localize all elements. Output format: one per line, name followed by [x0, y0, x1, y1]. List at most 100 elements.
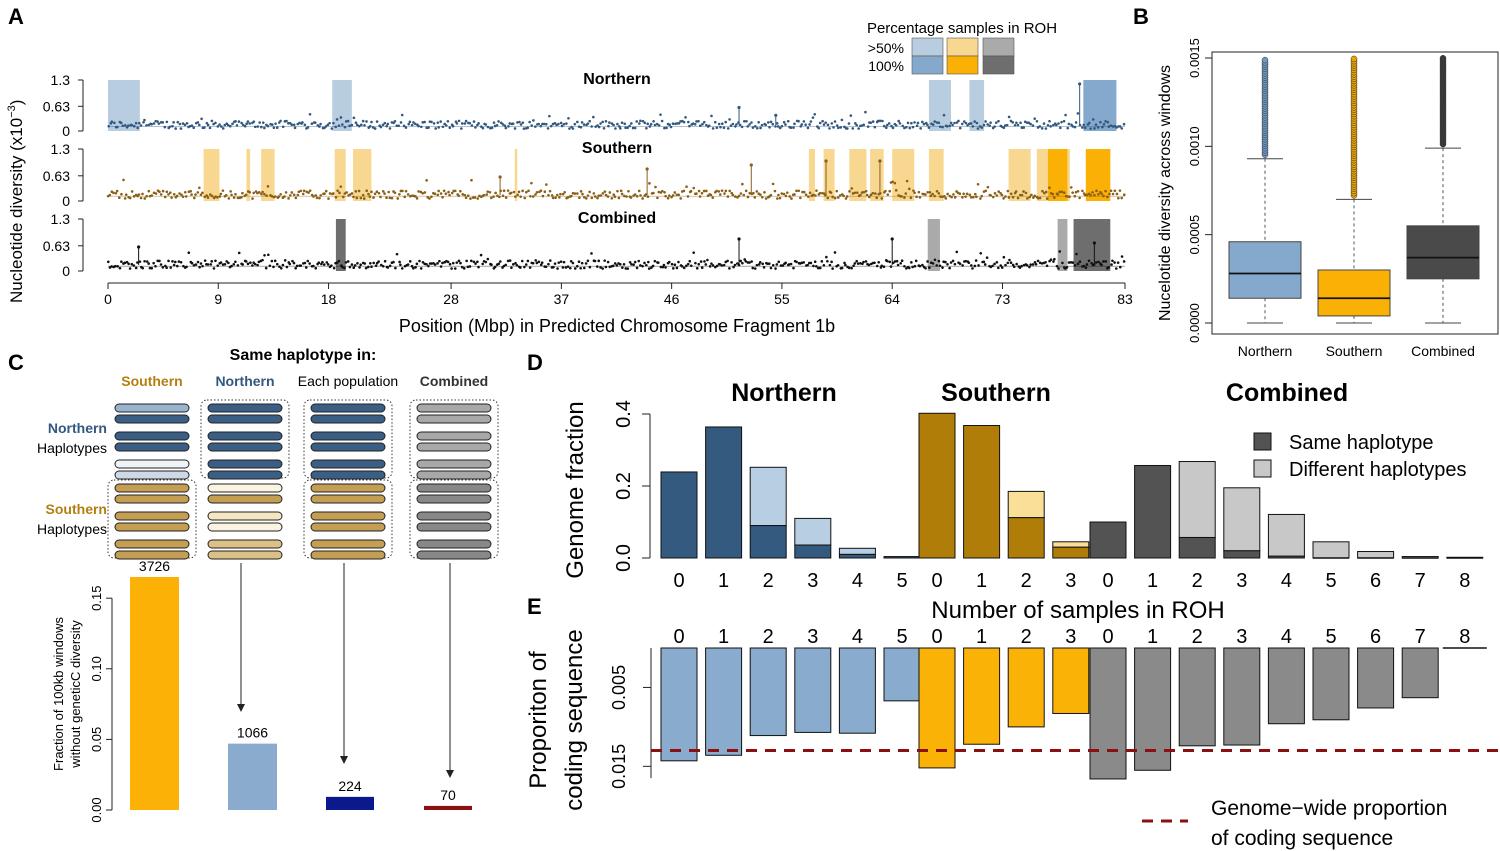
panel-a-dot-2-202	[474, 262, 477, 265]
panel-a-dot-0-208	[484, 123, 488, 126]
panel-a-dot-2-89	[268, 264, 272, 268]
panel-a-dot-1-349	[741, 182, 744, 186]
panel-a-dot-1-474	[968, 193, 972, 197]
panel-a-dot-1-222	[509, 191, 513, 195]
panel-a-dot-0-325	[697, 119, 700, 123]
panel-d-xticklabel-2-5: 5	[1325, 570, 1336, 592]
panel-a-dot-2-317	[682, 266, 686, 270]
panel-a-dot-0-234	[532, 119, 535, 122]
panel-a-dot-2-55	[206, 263, 210, 266]
panel-a-dot-1-94	[277, 195, 281, 198]
panel-a-dot-1-105	[297, 190, 301, 194]
panel-a-dot-2-175	[425, 262, 428, 266]
panel-a-dot-0-389	[813, 113, 817, 116]
panel-d-xticklabel-1-1: 1	[976, 570, 987, 592]
panel-a-dot-0-36	[172, 121, 175, 124]
panel-a-dot-2-400	[833, 251, 837, 254]
panel-e-xticklabel-2-2: 2	[1192, 626, 1203, 648]
panel-a-dot-0-319	[687, 120, 690, 124]
panel-a-dot-0-95	[279, 119, 282, 123]
panel-a-dot-0-370	[778, 126, 782, 130]
panel-a-dot-0-162	[400, 113, 404, 117]
panel-a-dot-0-351	[745, 119, 748, 123]
panel-a-dot-2-120	[325, 261, 329, 264]
panel-a-dot-2-180	[433, 263, 437, 266]
panel-a-dot-0-448	[921, 120, 924, 124]
panel-a-dot-0-91	[272, 126, 276, 130]
panel-a-dot-2-63	[221, 263, 225, 266]
panel-a-dot-1-272	[601, 192, 605, 195]
panel-a-dot-2-409	[850, 266, 853, 270]
panel-a-dot-1-340	[724, 189, 728, 193]
panel-a-dot-1-402	[836, 196, 840, 199]
panel-e-bar-1-2	[1007, 647, 1045, 728]
panel-a-legend-swatch-1-0	[911, 55, 944, 75]
panel-b-yticklabel-3: 0.0015	[1187, 38, 1202, 78]
panel-a-dot-0-2	[110, 120, 114, 124]
panel-a-dot-0-272	[601, 120, 604, 124]
panel-a-dot-0-64	[223, 123, 227, 127]
panel-a-dot-0-304	[659, 113, 662, 116]
panel-a-dot-2-24	[150, 266, 154, 270]
panel-a-dot-2-525	[1061, 261, 1064, 265]
panel-a-dot-0-324	[695, 120, 698, 123]
panel-a-legend-swatch-0-1	[946, 37, 979, 57]
panel-a-dot-1-148	[375, 190, 379, 193]
panel-a-yticklabel-2-0: 1.3	[51, 211, 71, 227]
panel-a-dot-1-267	[592, 192, 596, 195]
panel-a-dot-2-547	[1100, 263, 1103, 267]
panel-a-dot-1-465	[952, 193, 955, 196]
panel-a-dot-1-553	[1111, 192, 1115, 196]
panel-a-dot-1-521	[1053, 196, 1056, 199]
panel-a-dot-0-261	[580, 121, 584, 124]
panel-a-xticklabel-0: 0	[104, 291, 112, 307]
panel-a-dot-0-231	[526, 126, 530, 130]
panel-a-dot-1-318	[685, 185, 688, 189]
panel-a-dot-1-18	[139, 196, 143, 200]
panel-a-dot-0-122	[328, 121, 331, 125]
panel-a-dot-1-67	[229, 190, 232, 193]
panel-a-dot-0-452	[927, 126, 931, 129]
panel-a-dot-0-297	[646, 122, 649, 126]
panel-a-dot-1-146	[372, 196, 375, 199]
panel-a-dot-0-196	[463, 122, 467, 125]
panel-a-dot-0-384	[804, 123, 807, 127]
panel-a-dot-2-435	[896, 263, 900, 267]
panel-a-dot-2-9	[123, 261, 127, 265]
panel-a-dot-0-249	[559, 121, 563, 125]
panel-e-xticklabel-0-2: 2	[763, 626, 774, 648]
panel-a-dot-1-230	[525, 190, 528, 194]
panel-a-dot-2-474	[967, 261, 971, 265]
panel-a-dot-2-496	[1008, 258, 1011, 262]
panel-a-dot-2-232	[528, 266, 532, 269]
panel-a-dot-2-33	[167, 259, 170, 263]
panel-a-roh50-1-5	[514, 149, 518, 201]
panel-a-dot-2-441	[907, 266, 911, 270]
panel-a-dot-2-266	[590, 252, 593, 255]
panel-a-peak-1-1	[749, 163, 753, 167]
panel-a-dot-0-505	[1023, 120, 1027, 124]
panel-a-legend-swatches	[911, 37, 1015, 75]
panel-a-dot-2-552	[1110, 263, 1113, 266]
panel-a-dot-1-76	[244, 193, 248, 197]
panel-c-yticklabel-2: 0.10	[89, 656, 104, 681]
panel-d-bar-same-2-0	[1089, 521, 1127, 559]
panel-a-dot-2-11	[127, 262, 130, 266]
panel-a-dot-0-354	[750, 121, 753, 124]
panel-c-haplotype-1-0-0	[207, 403, 283, 413]
panel-a-dot-0-225	[516, 121, 519, 124]
panel-a-dot-1-68	[230, 193, 233, 197]
panel-a-dot-1-525	[1060, 190, 1064, 194]
panel-a-dot-2-160	[398, 260, 401, 264]
panel-a-dot-2-228	[520, 259, 524, 263]
panel-d-bar-diff-1-3	[1052, 541, 1090, 548]
panel-a-dot-0-399	[832, 126, 835, 129]
panel-a-dot-2-324	[695, 266, 699, 270]
panel-a-dot-2-189	[450, 267, 453, 270]
panel-a-dot-2-469	[958, 262, 962, 266]
panel-a-dot-2-431	[889, 265, 893, 268]
panel-a-dot-2-488	[993, 262, 996, 266]
panel-d-xticklabel-0-2: 2	[763, 570, 774, 592]
panel-a-dot-1-442	[909, 196, 913, 200]
